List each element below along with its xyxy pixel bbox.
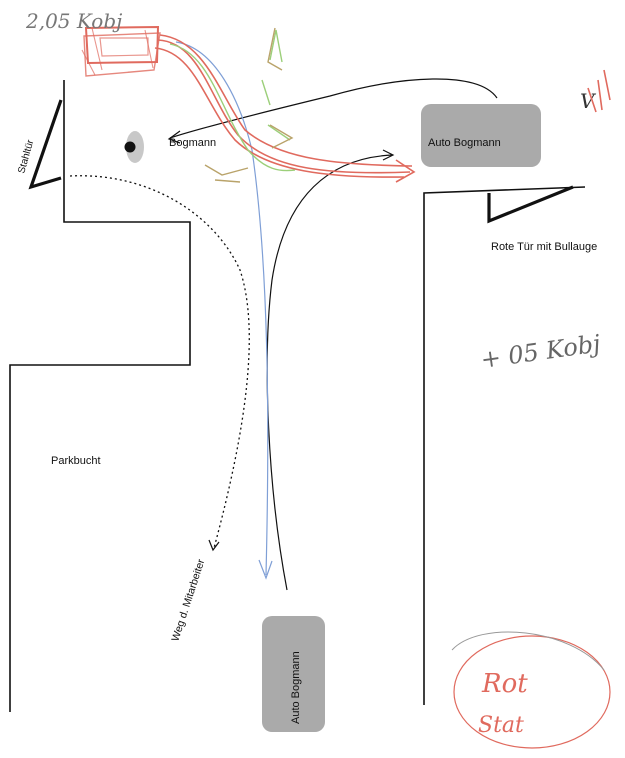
red-marks-top-right (587, 69, 611, 113)
walls-right (423, 186, 586, 705)
handwriting-top-left: 2,05 Kobj (25, 9, 122, 33)
label-auto-bottom: Auto Bogmann (290, 651, 302, 724)
bogmann-path-black-arrow (167, 130, 181, 144)
label-bogmann: Bogmann (169, 137, 216, 149)
label-parkbucht: Parkbucht (51, 455, 101, 467)
walls-left (9, 80, 191, 712)
steel-door-symbol (28, 99, 63, 190)
car-path-black (266, 154, 393, 591)
handwriting-top-right: V (580, 89, 597, 113)
car-top (421, 104, 541, 167)
car-path-black-arrow (382, 149, 395, 161)
bogmann-path-black (169, 78, 498, 139)
blue-pencil-path (175, 41, 269, 576)
label-stahltuer: Stahltür (16, 138, 36, 175)
red-door-symbol (487, 185, 574, 224)
handwriting-rot: Rot (481, 669, 528, 699)
red-circle-annotation (453, 635, 611, 749)
blue-pencil-arrow (258, 559, 273, 580)
handwriting-right-middle: + 05 Kobj (479, 329, 603, 374)
green-pencil-strokes (169, 29, 296, 172)
tan-pencil-strokes (204, 27, 294, 183)
car-bottom (262, 616, 325, 732)
red-scribble-box (81, 25, 161, 77)
bogmann-person-marker (124, 131, 144, 163)
label-auto-top: Auto Bogmann (428, 137, 501, 149)
handwriting-stat: Stat (478, 713, 524, 738)
employee-path-arrowhead (208, 539, 220, 552)
grey-arc-annotation (451, 631, 605, 671)
label-rote-tuer: Rote Tür mit Bullauge (491, 241, 597, 253)
label-weg: Weg d. Mitarbeiter (169, 557, 207, 643)
employee-path-dotted (69, 175, 250, 549)
